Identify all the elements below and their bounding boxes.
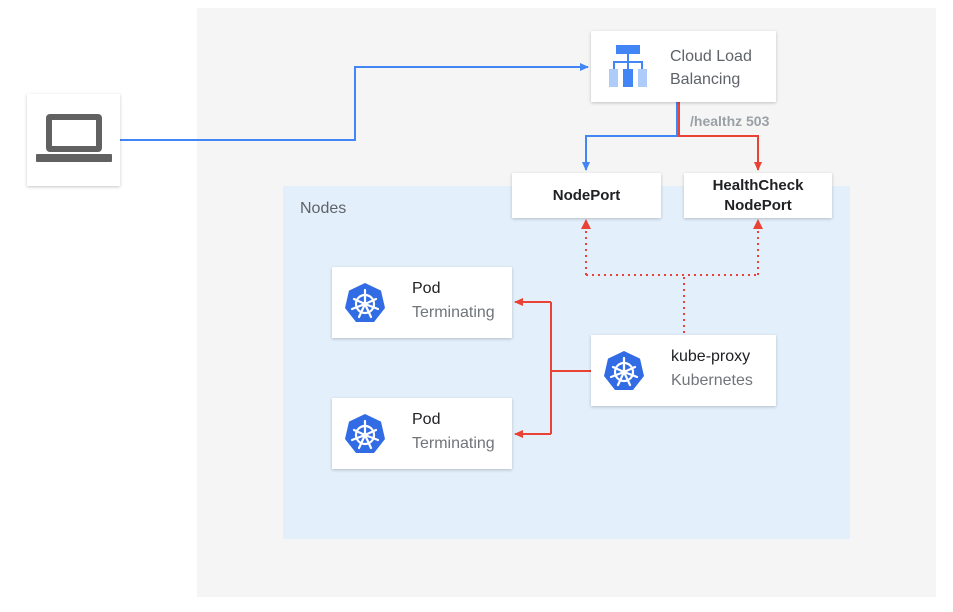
healthcheck-arrowhead [753, 219, 763, 229]
client-card [27, 94, 120, 186]
pod-status: Terminating [412, 435, 495, 452]
kube-proxy-title: kube-proxy [671, 348, 751, 365]
proxy-to-ports-connector [585, 221, 759, 333]
cloud-load-balancing-label: Cloud Load Balancing [670, 45, 770, 91]
healthcheck-nodeport-label-line1: HealthCheck [712, 176, 804, 194]
cloud-load-balancing-label-line1: Cloud Load [670, 48, 752, 65]
kubernetes-icon [345, 283, 385, 322]
proxy-to-pods-connector [550, 302, 591, 434]
lb-to-healthcheck-connector [678, 102, 762, 171]
pod-status: Terminating [412, 304, 495, 321]
kube-proxy-subtitle: Kubernetes [671, 372, 753, 389]
pod-card: Pod Terminating [332, 398, 512, 469]
pod-title: Pod [412, 280, 441, 297]
nodes-label: Nodes [300, 200, 347, 217]
healthcheck-nodeport-label-line2: NodePort [724, 196, 792, 214]
pod-title: Pod [412, 411, 441, 428]
lb-to-nodeport-connector [582, 102, 678, 171]
cloud-load-balancing-card: Cloud Load Balancing [591, 31, 776, 102]
kubernetes-icon [345, 414, 385, 453]
cloud-load-balancing-label-line2: Balancing [670, 71, 741, 88]
health-check-label: /healthz 503 [690, 113, 770, 129]
client-to-lb-connector [120, 63, 589, 141]
nodeport-card: NodePort [512, 173, 661, 218]
healthcheck-nodeport-card: HealthCheck NodePort [684, 173, 832, 218]
nodeport-label: NodePort [552, 186, 621, 204]
healthcheck-nodeport-label: HealthCheck NodePort [713, 176, 804, 216]
pod-card: Pod Terminating [332, 267, 512, 338]
cloud-load-balancing-icon [609, 45, 647, 87]
nodeport-arrowhead [581, 219, 591, 229]
laptop-icon [36, 114, 112, 162]
kubernetes-icon [604, 351, 644, 390]
kube-proxy-card: kube-proxy Kubernetes [591, 335, 776, 406]
